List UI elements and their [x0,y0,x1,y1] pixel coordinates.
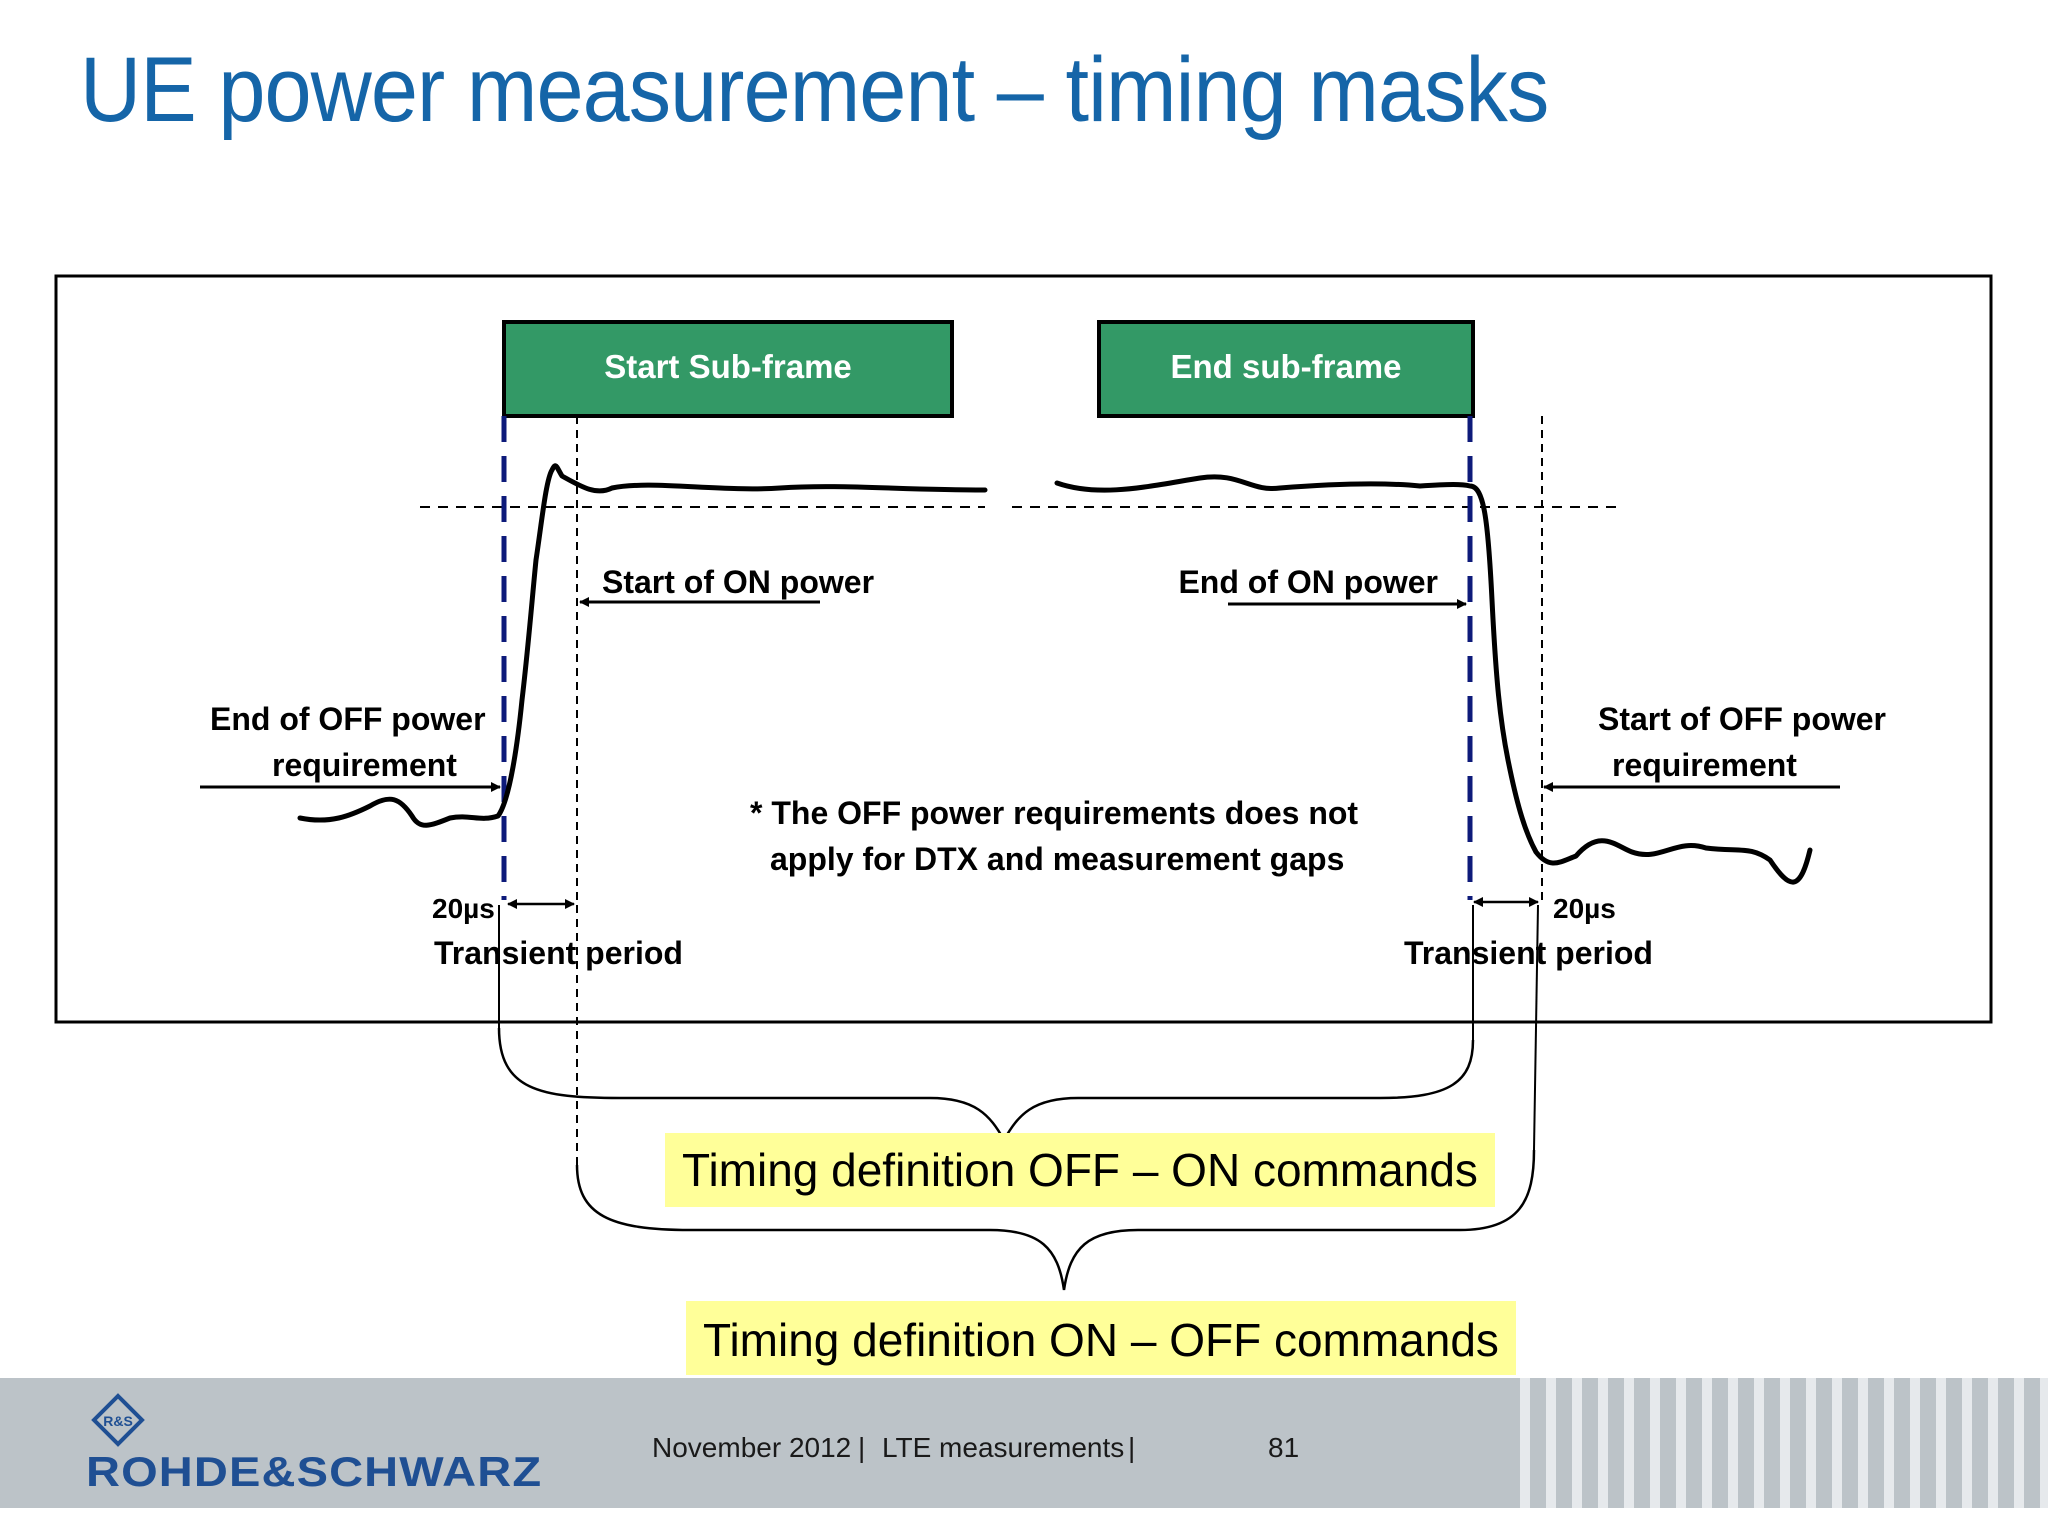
logo-mark-text: R&S [103,1413,133,1429]
on-off-timing-label: Timing definition ON – OFF commands [703,1314,1499,1366]
off-on-brace [497,1027,1475,1143]
start-on-power-label: Start of ON power [602,564,874,600]
power-waveform-rise [297,463,988,828]
end-on-power-label: End of ON power [1178,564,1438,600]
diagram-frame [54,274,1993,1024]
footer-bottom-strip [0,1508,2048,1536]
right-extension-solid-b [1533,904,1539,1151]
left-duration-label: 20µs [432,893,495,924]
start-subframe-label: Start Sub-frame [604,348,852,385]
slide-title: UE power measurement – timing masks [80,39,1549,141]
end-off-power-label-line2: requirement [272,747,457,783]
power-waveform-fall [1054,474,1813,885]
start-off-power-label-line1: Start of OFF power [1598,701,1886,737]
footer-stripes [1520,1378,2048,1508]
right-duration-label: 20µs [1553,893,1616,924]
footer-page-number: 81 [1268,1432,1300,1463]
footer-date: November 2012 [652,1432,852,1463]
off-power-note-line2: apply for DTX and measurement gaps [770,841,1344,877]
start-subframe-box [502,320,954,418]
end-subframe-box [1097,320,1475,418]
start-off-power-label-line2: requirement [1612,747,1797,783]
left-transient-label: Transient period [434,935,683,971]
footer-topic: LTE measurements [882,1432,1125,1463]
off-on-timing-label: Timing definition OFF – ON commands [682,1144,1478,1196]
end-subframe-label: End sub-frame [1170,348,1401,385]
on-off-brace [575,1149,1536,1291]
off-on-highlight [665,1133,1495,1207]
rohde-schwarz-logo-mark: R&S [91,1393,145,1447]
end-off-power-label-line1: End of OFF power [210,701,486,737]
off-power-note-line1: * The OFF power requirements does not [750,795,1358,831]
right-transient-label: Transient period [1404,935,1653,971]
rohde-schwarz-logo-text: ROHDE&SCHWARZ [86,1448,543,1495]
footer-separator-2: | [1128,1432,1136,1463]
on-off-highlight [686,1301,1516,1375]
footer-separator-1: | [858,1432,866,1463]
